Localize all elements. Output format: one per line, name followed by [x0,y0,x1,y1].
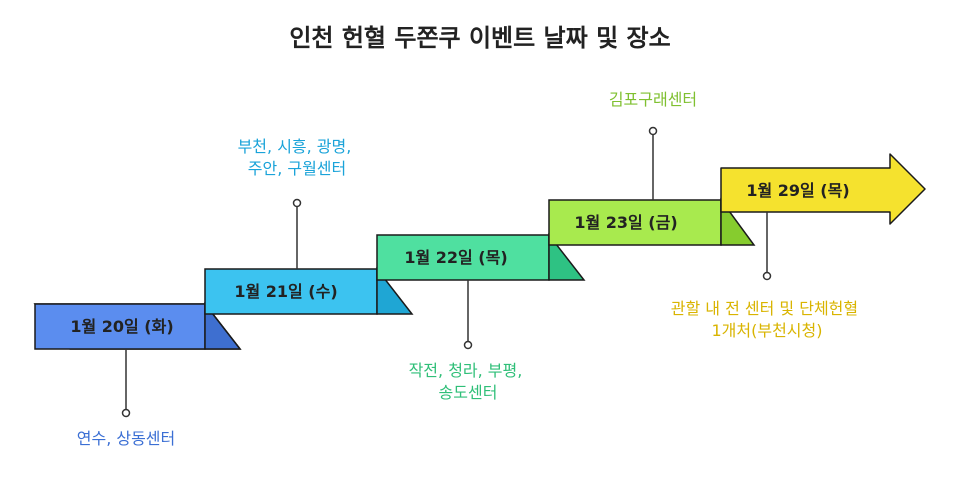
step-5-date: 1월 29일 (목) [746,181,849,200]
step-5-arrow [720,153,926,225]
step-3-connector-dot [463,340,473,350]
step-2-date: 1월 21일 (수) [234,282,337,301]
step-3-date: 1월 22일 (목) [404,248,507,267]
step-5-location: 관할 내 전 센터 및 단체헌혈 1개처(부천시청) [671,299,863,340]
step-3: 1월 22일 (목) 작전, 청라, 부평, 송도센터 [376,232,586,402]
diagram-title: 인천 헌혈 두쫀쿠 이벤트 날짜 및 장소 [289,24,670,52]
step-3-location: 작전, 청라, 부평, 송도센터 [409,361,528,402]
step-1-date: 1월 20일 (화) [70,317,173,336]
step-2-connector-dot [292,198,302,208]
step-4: 1월 23일 (금) 김포구래센터 [548,90,756,246]
step-2-block [204,268,378,315]
step-5-connector-dot [762,271,772,281]
step-5: 1월 29일 (목) 관할 내 전 센터 및 단체헌혈 1개처(부천시청) [671,153,926,340]
step-1-connector-dot [121,408,131,418]
step-4-connector-dot [648,126,658,136]
step-4-date: 1월 23일 (금) [574,213,677,232]
step-1-location: 연수, 상동센터 [77,429,176,448]
step-3-block [376,234,550,281]
step-1: 1월 20일 (화) 연수, 상동센터 [33,301,242,448]
step-4-location: 김포구래센터 [609,90,697,109]
step-2: 1월 21일 (수) 부천, 시흥, 광명, 주안, 구월센터 [204,137,414,315]
step-2-location: 부천, 시흥, 광명, 주안, 구월센터 [238,137,357,178]
